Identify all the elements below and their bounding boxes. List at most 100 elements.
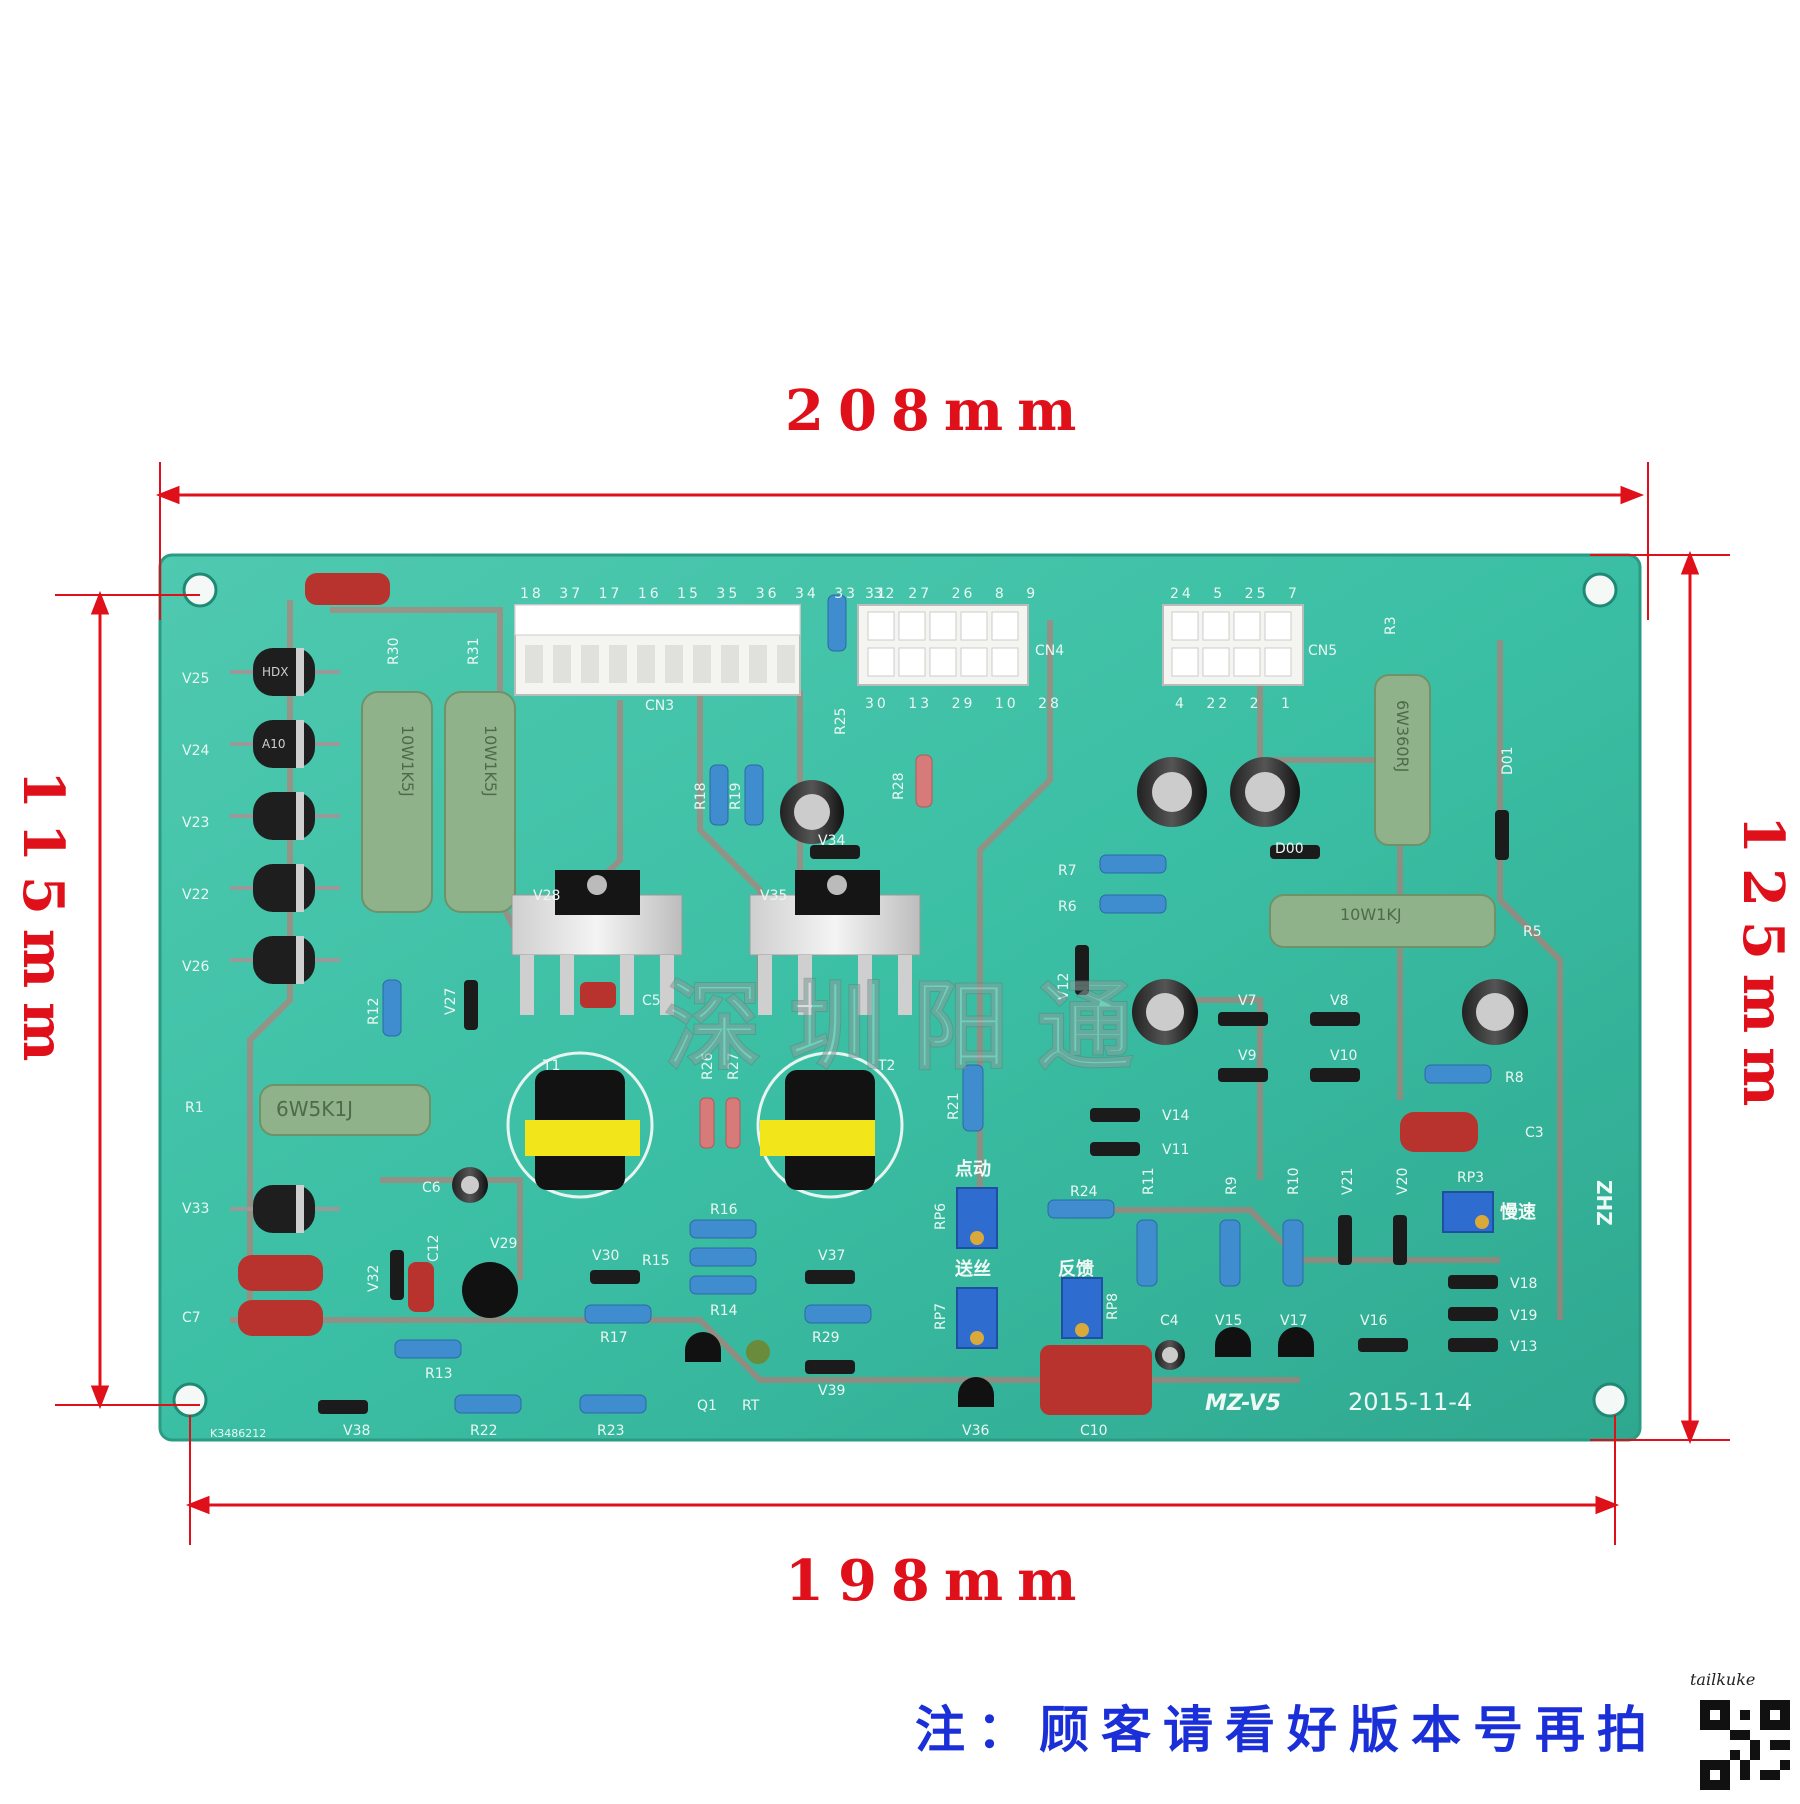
designator: RP6 [933, 1203, 949, 1230]
designator: V22 [182, 887, 209, 903]
designator: V19 [1510, 1308, 1537, 1324]
cn4-pin: 8 [995, 586, 1007, 602]
designator: V30 [592, 1248, 619, 1264]
designator: R29 [812, 1330, 840, 1346]
designator: R11 [1141, 1167, 1157, 1195]
designator: R3 [1383, 616, 1399, 635]
designator: R16 [710, 1202, 738, 1218]
designator: V39 [818, 1383, 845, 1399]
r30-marking: 10W1K5J [398, 725, 417, 797]
cn4-pin: 26 [952, 586, 976, 602]
signal-resistors [382, 594, 1492, 1414]
corner-watermark-text: tailkuke [1690, 1670, 1756, 1689]
cn3-pin-labels: 18 37 17 16 15 35 36 34 33 32 [520, 586, 897, 602]
designator: V34 [818, 833, 845, 849]
cn4-label: CN4 [1035, 643, 1064, 659]
cn4-pins-bottom: 30 13 29 10 28 [865, 696, 1062, 712]
designator: R5 [1523, 924, 1542, 940]
designator: V38 [343, 1423, 370, 1439]
transistors [462, 1262, 1314, 1407]
cn3-pin: 37 [559, 586, 583, 602]
designator: V32 [366, 1265, 382, 1292]
heatsinks [511, 870, 921, 1015]
trimmer-pots [956, 1187, 1494, 1349]
designator: C6 [422, 1180, 441, 1196]
r31-marking: 10W1K5J [481, 725, 500, 797]
designator: RP8 [1105, 1293, 1121, 1320]
cn4-connector [857, 604, 1029, 686]
cn4-pin: 10 [995, 696, 1019, 712]
rp7-function-label: 送丝 [954, 1258, 991, 1280]
designator: R31 [466, 637, 482, 665]
r5-marking: 10W1KJ [1340, 905, 1402, 924]
designator: V12 [1056, 973, 1072, 1000]
board-date: 2015-11-4 [1348, 1388, 1472, 1416]
dimension-arrows [55, 462, 1730, 1545]
designator: V10 [1330, 1048, 1357, 1064]
designator: R22 [470, 1423, 498, 1439]
designator: V20 [1395, 1168, 1411, 1195]
designator: R17 [600, 1330, 628, 1346]
designator: RP3 [1457, 1170, 1484, 1186]
designator: V21 [1340, 1168, 1356, 1195]
cn4-pin: 13 [908, 696, 932, 712]
diode-marking-hdx: HDX [262, 665, 288, 679]
designator: T2 [877, 1058, 895, 1074]
designator: R21 [946, 1092, 962, 1120]
cn3-pin: 36 [756, 586, 780, 602]
designator: R19 [728, 782, 744, 810]
designator: C5 [642, 993, 661, 1009]
transformers [506, 1051, 904, 1199]
cn5-pin: 7 [1288, 586, 1300, 602]
designator: V28 [533, 888, 560, 904]
designator: V15 [1215, 1313, 1242, 1329]
designator: R27 [726, 1052, 742, 1080]
top-width-label: 208mm [785, 378, 1091, 444]
designator: C3 [1525, 1125, 1544, 1141]
cn5-pin: 5 [1213, 586, 1225, 602]
cn3-connector [514, 604, 801, 696]
designator: V11 [1162, 1142, 1189, 1158]
designator: Q1 [697, 1398, 717, 1414]
designator: RP7 [933, 1303, 949, 1330]
designator: R8 [1505, 1070, 1524, 1086]
designator: R28 [891, 772, 907, 800]
cn4-pin: 27 [908, 586, 932, 602]
electrolytic-capacitors [452, 757, 1528, 1370]
cn5-connector [1162, 604, 1304, 686]
bottom-width-label: 198mm [785, 1548, 1091, 1614]
designator: R30 [386, 637, 402, 665]
designator: V25 [182, 671, 209, 687]
cn5-pins-bottom: 4 22 2 1 [1175, 696, 1293, 712]
left-height-label: 115mm [10, 770, 76, 1076]
rp3-function-label: 慢速 [1500, 1201, 1536, 1223]
cn5-pin: 24 [1170, 586, 1194, 602]
designator: R24 [1070, 1184, 1098, 1200]
designator: V26 [182, 959, 209, 975]
cn5-pin: 1 [1281, 696, 1293, 712]
designator: R23 [597, 1423, 625, 1439]
designator: R6 [1058, 899, 1077, 915]
designator: V18 [1510, 1276, 1537, 1292]
qr-code-icon [1700, 1700, 1790, 1790]
designator: D01 [1500, 746, 1516, 775]
designator: R9 [1224, 1176, 1240, 1195]
designator: V33 [182, 1201, 209, 1217]
designator: V35 [760, 888, 787, 904]
cn3-label: CN3 [645, 698, 674, 714]
designator: C12 [426, 1234, 442, 1262]
rectifier-diodes [230, 648, 340, 1233]
cn4-pins-top: 31 27 26 8 9 [865, 586, 1038, 602]
red-capacitor [305, 573, 390, 605]
designator: V14 [1162, 1108, 1189, 1124]
cn3-pin: 18 [520, 586, 544, 602]
designator: V23 [182, 815, 209, 831]
cn3-pin: 17 [599, 586, 623, 602]
designator: R18 [693, 782, 709, 810]
designator: R13 [425, 1366, 453, 1382]
designator: V24 [182, 743, 209, 759]
designator: R26 [700, 1052, 716, 1080]
designator: V16 [1360, 1313, 1387, 1329]
